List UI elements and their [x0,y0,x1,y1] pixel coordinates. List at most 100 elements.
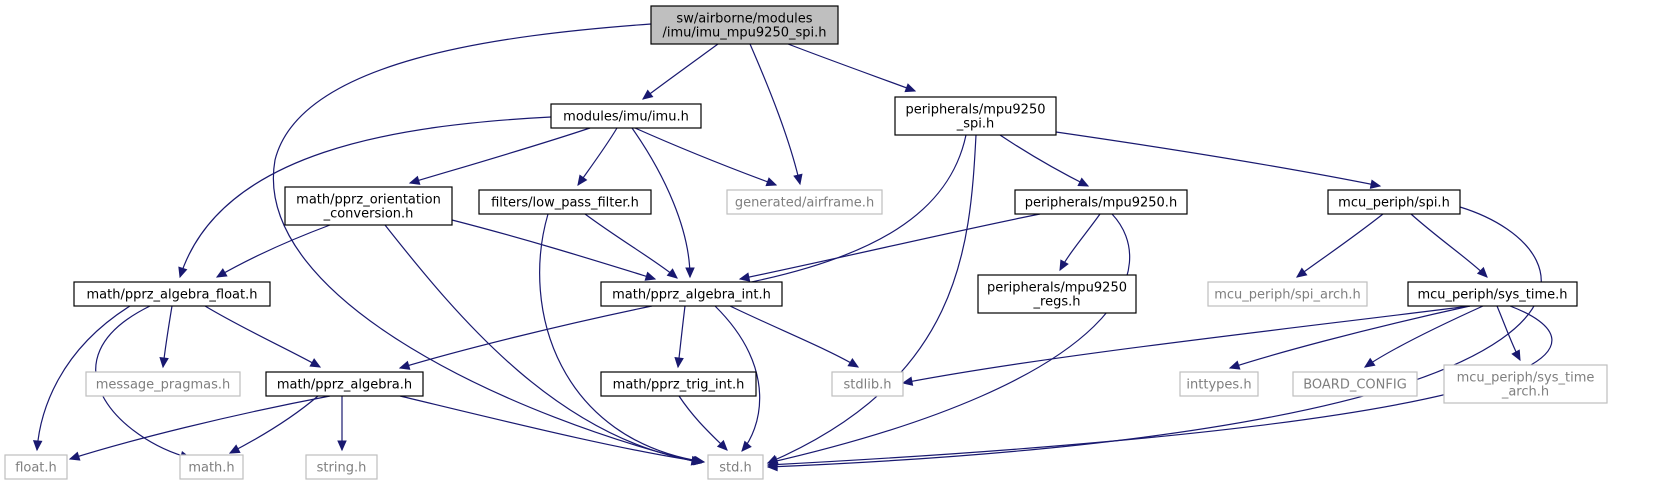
edge-alg_float_h-to-float_h [32,305,131,452]
node-root[interactable]: sw/airborne/modules/imu/imu_mpu9250_spi.… [650,5,839,45]
edge-spi_h-to-sys_time_h [1410,213,1488,278]
edges-layer [32,23,1553,472]
edge-lpf_h-to-alg_int_h [584,213,678,279]
node-box [831,371,904,397]
node-alg-h[interactable]: math/pprz_algebra.h [265,371,424,397]
edge-line [714,305,761,452]
edge-arrowhead [577,174,588,187]
node-box [1014,189,1188,215]
node-label: float.h [15,461,57,476]
node-box [1179,371,1259,397]
node-label: /imu/imu_mpu9250_spi.h [662,26,826,41]
node-box [894,96,1057,136]
edge-arrowhead [685,267,695,279]
edge-line [179,116,552,278]
node-box [977,274,1137,314]
node-box [550,103,702,129]
edge-arrowhead [644,271,657,281]
node-label: peripherals/mpu9250.h [1025,196,1177,211]
edge-arrowhead [741,440,752,452]
edge-mpu9250_h-to-mpu_regs_h [1059,213,1101,272]
node-box [4,454,68,480]
node-trig-int-h[interactable]: math/pprz_trig_int.h [600,371,757,397]
edge-line [631,127,691,278]
edge-arrowhead [398,360,411,370]
edge-arrowhead [1369,179,1382,189]
edge-line [539,213,705,463]
edge-arrowhead [178,266,188,279]
node-label: _arch.h [1501,385,1549,400]
edge-alg_int_h-to-alg_h [398,305,653,370]
edge-line [767,213,1131,464]
node-mpu-regs-h[interactable]: peripherals/mpu9250_regs.h [977,274,1137,314]
node-label: inttypes.h [1186,378,1251,393]
edge-mpu9250_h-to-alg_int_h [738,213,1041,282]
edge-spi_h-to-spi_arch_h [1296,213,1384,278]
node-airframe-h: generated/airframe.h [726,189,883,215]
edge-orient_conv_h-to-alg_int_h [451,219,657,281]
edge-orient_conv_h-to-alg_float_h [215,224,331,278]
node-mpu9250-spi-h[interactable]: peripherals/mpu9250_spi.h [894,96,1057,136]
node-box [1327,189,1461,215]
edge-alg_int_h-to-trig_int_h [674,305,686,369]
edge-arrowhead [1296,267,1308,278]
node-label: _conversion.h [323,207,414,222]
edge-root-to-mpu9250_spi_h [787,43,917,93]
edge-arrowhead [765,177,778,187]
node-box [650,5,839,45]
node-mpu9250-h[interactable]: peripherals/mpu9250.h [1014,189,1188,215]
edge-arrowhead [228,444,241,454]
edge-arrowhead [901,376,914,386]
node-sys-time-arch-h: mcu_periph/sys_time_arch.h [1443,364,1608,404]
node-label: mcu_periph/spi_arch.h [1214,288,1361,303]
node-label: modules/imu/imu.h [563,110,689,125]
node-box [1207,281,1368,307]
edge-line [1296,213,1384,278]
edge-line [272,23,702,464]
edge-arrowhead [692,455,705,466]
edge-sys_time_h-to-stdlib_h [901,305,1471,386]
node-label: mcu_periph/sys_time.h [1417,288,1567,303]
node-sys-time-h[interactable]: mcu_periph/sys_time.h [1407,281,1578,307]
edge-line [1410,213,1488,278]
edge-imu_h-to-lpf_h [577,127,618,187]
node-label: sw/airborne/modules [676,12,812,27]
node-box [73,281,271,307]
node-orient-conv-h[interactable]: math/pprz_orientation_conversion.h [284,186,453,226]
edge-alg_float_h-to-alg_h [204,305,322,368]
edge-arrowhead [408,175,421,185]
edge-line [409,127,591,184]
edge-line [36,305,131,451]
node-box [600,371,757,397]
edge-spi_h-to-std_h [766,206,1542,472]
edge-mpu9250_spi_h-to-spi_h [1055,131,1382,189]
node-label: peripherals/mpu9250 [987,281,1127,296]
edge-sys_time_h-to-sys_time_arch_h [1496,305,1521,362]
node-label: generated/airframe.h [735,196,874,211]
nodes-layer: sw/airborne/modules/imu/imu_mpu9250_spi.… [4,5,1608,480]
edge-sys_time_h-to-inttypes_h [1228,305,1471,370]
edge-alg_int_h-to-stdlib_h [729,305,860,368]
edge-arrowhead [68,451,81,461]
node-box [707,454,764,480]
node-box [85,371,241,397]
node-spi-arch-h: mcu_periph/spi_arch.h [1207,281,1368,307]
edge-arrowhead [674,357,684,369]
node-alg-float-h[interactable]: math/pprz_algebra_float.h [73,281,271,307]
node-box [1443,364,1608,404]
edge-line [216,224,331,278]
edge-line [767,134,977,464]
edge-arrowhead [1077,177,1090,187]
edge-alg_h-to-std_h [399,395,705,466]
node-lpf-h[interactable]: filters/low_pass_filter.h [478,189,652,215]
edge-sys_time_h-to-board_config [1363,305,1484,368]
node-imu-h[interactable]: modules/imu/imu.h [550,103,702,129]
node-msg-pragmas-h: message_pragmas.h [85,371,241,397]
edge-alg_h-to-string_h [337,395,347,452]
edge-arrowhead [793,173,803,186]
edge-line [1055,131,1381,187]
edge-line [902,305,1471,384]
node-alg-int-h[interactable]: math/pprz_algebra_int.h [600,281,783,307]
edge-line [729,305,859,368]
node-spi-h[interactable]: mcu_periph/spi.h [1327,189,1461,215]
